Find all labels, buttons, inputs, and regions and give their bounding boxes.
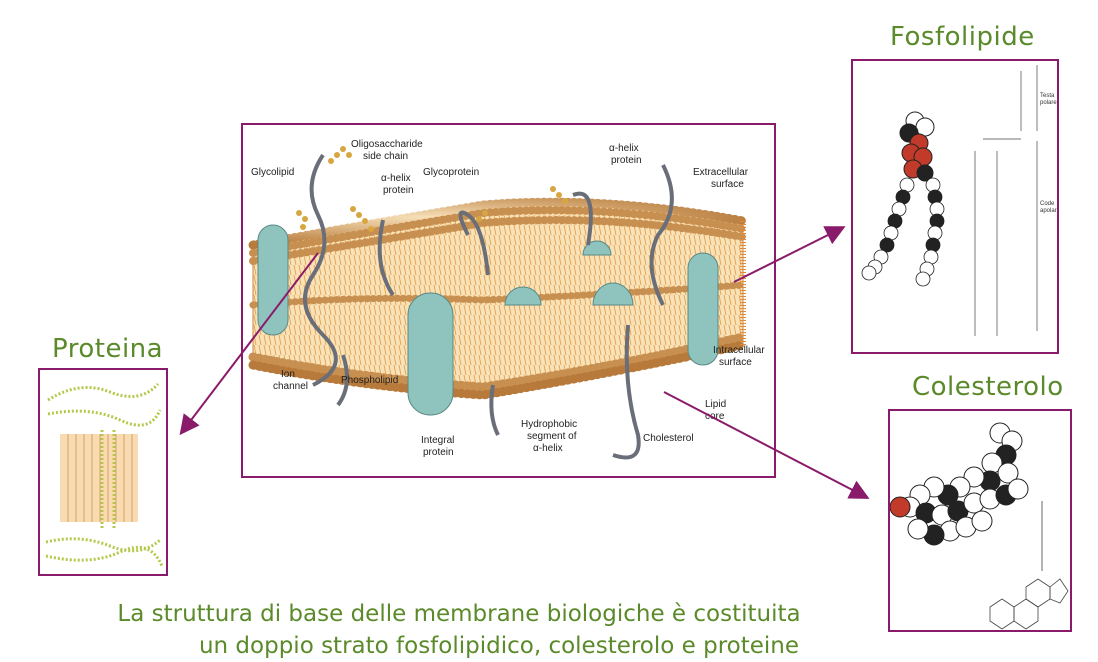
label-hydrophobic-3: α-helix — [533, 443, 563, 454]
label-hydrophobic-2: segment of — [527, 431, 577, 442]
label-ahelix-left-1: α-helix — [381, 173, 411, 184]
label-glycolipid: Glycolipid — [251, 167, 294, 178]
label-testa-1: Testa — [1040, 93, 1055, 99]
label-lipid-core-2: core — [705, 411, 725, 422]
label-code-2: apolari — [1040, 208, 1057, 214]
label-phospholipid: Phospholipid — [341, 375, 398, 386]
label-intracellular-2: surface — [719, 357, 752, 368]
membrane-illustration: Oligosaccharide side chain Glycoprotein … — [248, 139, 765, 460]
label-cholesterol: Cholesterol — [643, 433, 694, 444]
protein-panel — [38, 368, 168, 576]
label-code-1: Code — [1040, 201, 1055, 207]
label-intracellular-1: Intracellular — [713, 345, 765, 356]
title-proteina: Proteina — [52, 334, 164, 364]
label-ahelix-left-2: protein — [383, 185, 414, 196]
label-integral-1: Integral — [421, 435, 454, 446]
label-oligo-1: Oligosaccharide — [351, 139, 423, 150]
membrane-diagram: Oligosaccharide side chain Glycoprotein … — [241, 123, 776, 478]
cholesterol-panel — [888, 409, 1072, 632]
label-ahelix-top-2: protein — [611, 155, 642, 166]
label-ahelix-top-1: α-helix — [609, 143, 639, 154]
phospholipid-panel: Testa polare Code apolari — [851, 59, 1059, 354]
label-extracellular-2: surface — [711, 179, 744, 190]
label-glycoprotein: Glycoprotein — [423, 167, 479, 178]
caption: La struttura di base delle membrane biol… — [0, 598, 1098, 662]
phospholipid-structure: Testa polare Code apolari — [861, 65, 1057, 336]
cholesterol-structure — [890, 422, 1069, 630]
integral-protein-shape — [407, 292, 454, 416]
label-integral-2: protein — [423, 447, 454, 458]
label-lipid-core-1: Lipid — [705, 399, 726, 410]
title-fosfolipide: Fosfolipide — [890, 22, 1035, 52]
label-hydrophobic-1: Hydrophobic — [521, 419, 577, 430]
caption-line-2: un doppio strato fosfolipidico, colester… — [198, 633, 800, 659]
protein-structure — [45, 382, 164, 567]
title-colesterolo: Colesterolo — [912, 372, 1064, 402]
label-oligo-2: side chain — [363, 151, 408, 162]
label-extracellular-1: Extracellular — [693, 167, 749, 178]
label-ion-1: Ion — [281, 369, 295, 380]
label-testa-2: polare — [1040, 100, 1057, 106]
label-ion-2: channel — [273, 381, 308, 392]
caption-line-1: La struttura di base delle membrane biol… — [117, 601, 801, 627]
ion-channel-protein — [257, 224, 289, 336]
